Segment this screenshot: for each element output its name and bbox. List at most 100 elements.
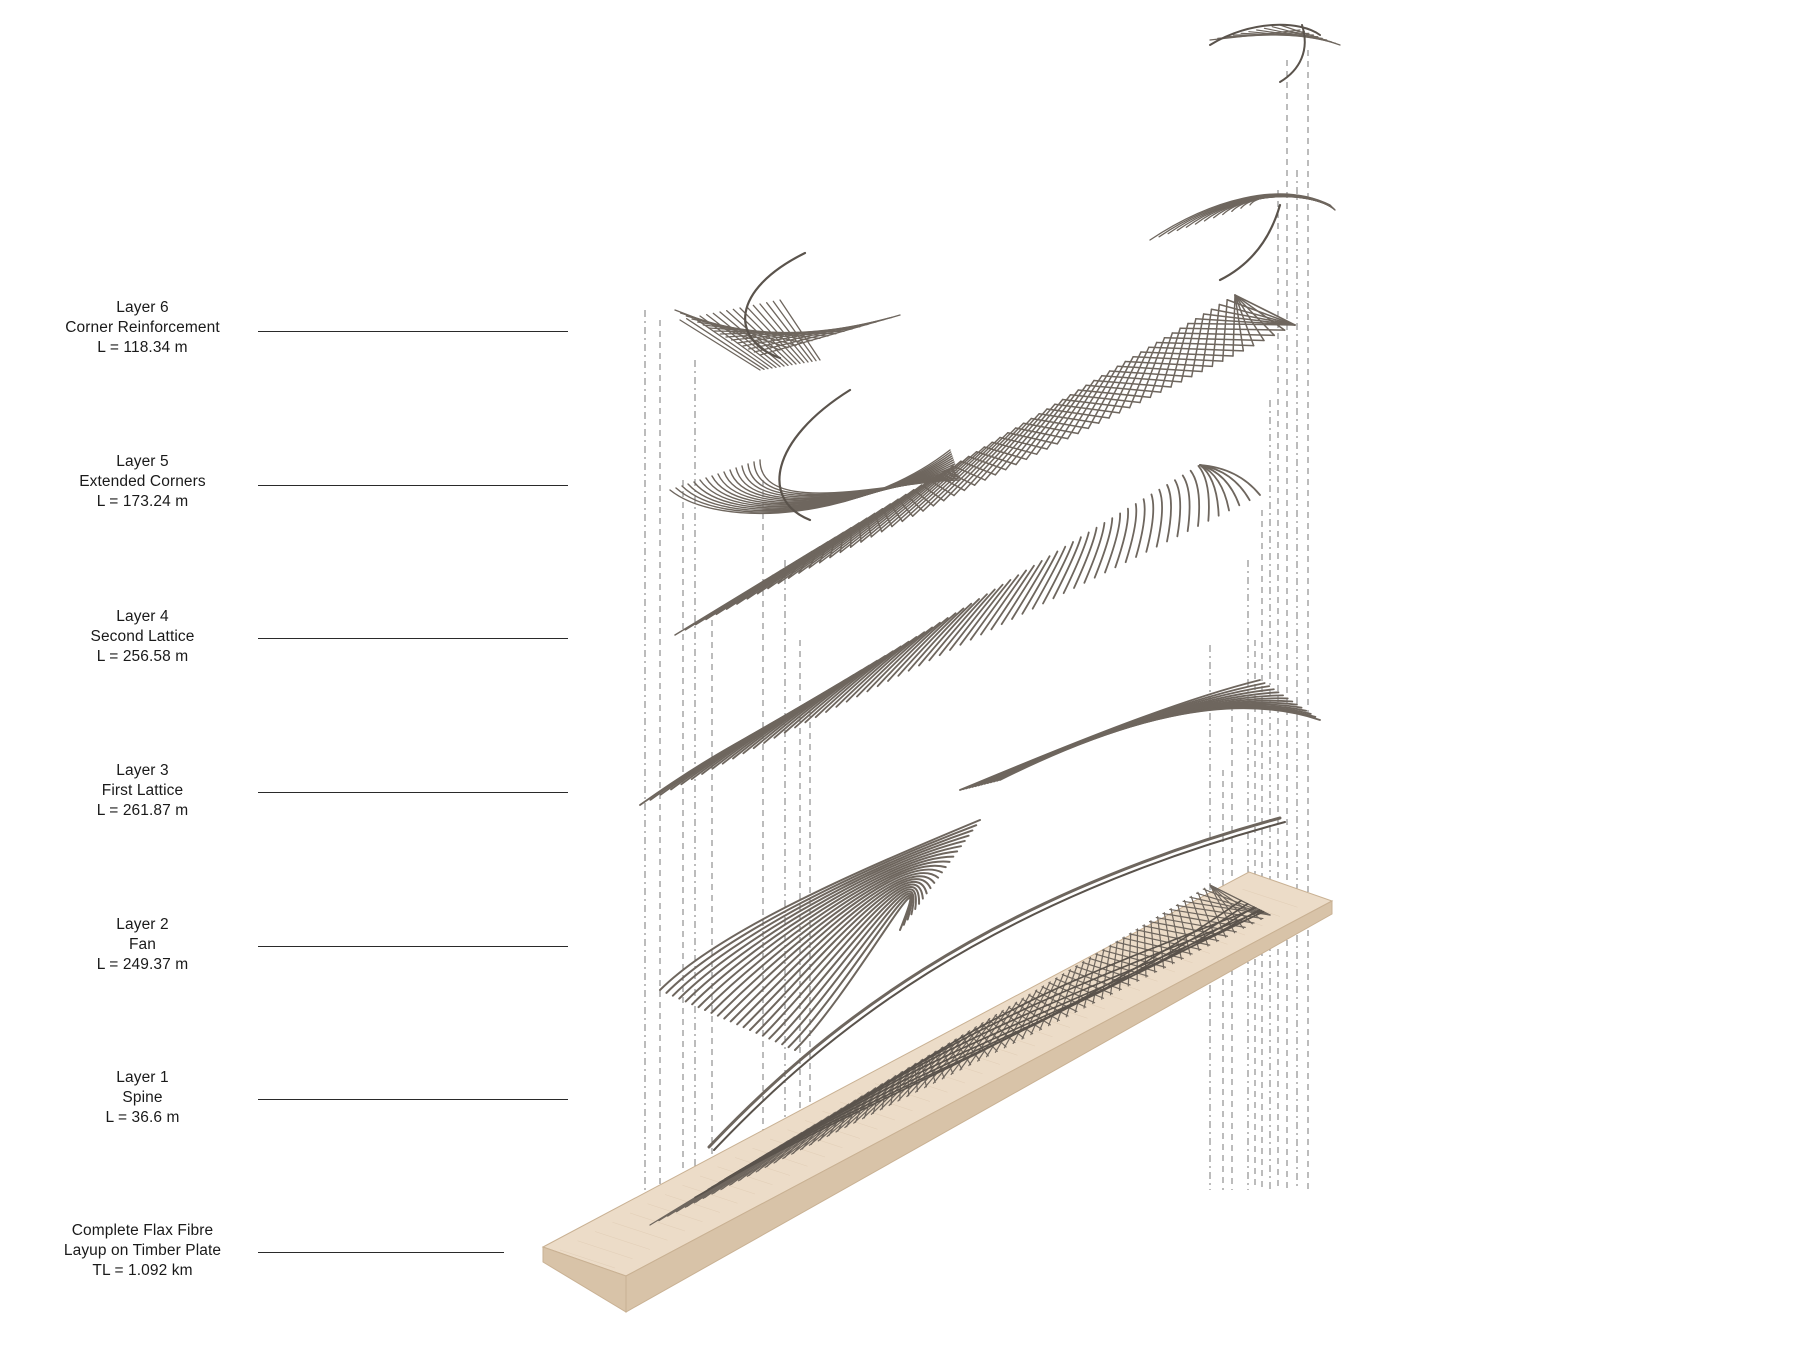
- fibre-strand: [723, 868, 943, 1020]
- corner-arc-fibre: [1279, 24, 1306, 83]
- fibre-strand: [1163, 337, 1265, 342]
- fibre-strand: [766, 302, 813, 362]
- fibre-strand: [726, 908, 1261, 1179]
- fibre-strand: [753, 461, 961, 496]
- timber-grain: [577, 1240, 633, 1260]
- timber-grain: [1242, 888, 1298, 908]
- fibre-strand: [686, 318, 765, 370]
- fibre-strand: [697, 850, 959, 1009]
- fibre-strand: [1021, 550, 1059, 615]
- fibre-strand: [777, 503, 892, 585]
- fibre-strand: [755, 883, 924, 1034]
- timber-grain: [559, 1249, 616, 1269]
- fibre-strand: [1149, 332, 1174, 399]
- layer4-second-lattice-fibres: [674, 294, 1296, 636]
- fibre-strand: [693, 457, 954, 509]
- layer1-spine-fibres: [707, 816, 1286, 1151]
- fibre-strand: [759, 314, 901, 356]
- fibre-strand: [753, 316, 893, 353]
- fibre-strand: [1135, 498, 1146, 558]
- corner-arc-fibre: [1218, 203, 1282, 282]
- fibre-strand: [729, 872, 940, 1023]
- fibre-strand: [932, 432, 1009, 507]
- fibre-strand: [1093, 517, 1114, 579]
- timber-grain: [612, 1221, 668, 1241]
- fibre-strand: [870, 1050, 937, 1115]
- fibre-strand: [712, 312, 781, 368]
- label-layer5-length: L = 173.24 m: [96, 493, 189, 510]
- label-layer1-name: Spine: [122, 1089, 163, 1106]
- fibre-strand: [984, 408, 1048, 481]
- fibre-strand: [723, 467, 957, 502]
- fibre-strand: [959, 579, 1012, 646]
- fibre-strand: [879, 1046, 944, 1111]
- fibre-strand: [1226, 299, 1296, 326]
- fibre-strand: [678, 834, 970, 1000]
- fibre-strand: [918, 598, 980, 667]
- fibre-strand: [767, 508, 884, 590]
- fibre-strand: [950, 1013, 998, 1076]
- fibre-strand: [1118, 346, 1150, 414]
- fibre-strand: [1166, 484, 1172, 543]
- fibre-strand: [1145, 493, 1155, 553]
- spine-fibre: [713, 821, 1286, 1151]
- fibre-strand: [999, 436, 1048, 450]
- fibre-strand: [1180, 318, 1197, 383]
- fibre-strand: [953, 422, 1025, 497]
- fibre-strand: [749, 880, 928, 1031]
- fibre-strand: [711, 899, 1242, 1188]
- fibre-strand: [1004, 398, 1064, 471]
- fibre-strand: [710, 860, 951, 1014]
- fibre-strand: [1007, 432, 1059, 445]
- fibre-strand: [1014, 427, 1069, 440]
- label-complete-title: Complete Flax Fibre: [71, 1222, 214, 1239]
- fibre-strand: [1218, 303, 1296, 326]
- fibre-strand: [1197, 465, 1210, 522]
- fibre-strand: [1012, 985, 1045, 1045]
- fibre-strand: [1022, 422, 1079, 435]
- fibre-strand: [1139, 337, 1166, 404]
- fibre-strand: [794, 897, 912, 1051]
- spine-fibre: [707, 816, 1282, 1149]
- fibre-strand: [1025, 389, 1080, 461]
- label-layer5-name: Extended Corners: [79, 473, 206, 490]
- fibre-strand: [1181, 474, 1191, 533]
- fibre-strand: [804, 650, 894, 724]
- corner-arc-fibre: [778, 388, 852, 522]
- label-layer2-title: Layer 2: [116, 916, 169, 933]
- fibre-strand: [759, 459, 961, 494]
- label-layer3-title: Layer 3: [116, 762, 169, 779]
- fibre-strand: [787, 498, 899, 579]
- fibre-strand: [735, 467, 959, 500]
- label-layer2-length: L = 249.37 m: [96, 956, 189, 973]
- fibre-strand: [973, 413, 1040, 486]
- vertical-projection-guides: [644, 50, 1309, 1190]
- fibre-strand: [718, 903, 1249, 1184]
- fibre-strand: [1011, 555, 1051, 620]
- timber-plate: [541, 871, 1334, 1313]
- fibre-strand: [1038, 413, 1100, 424]
- fibre-strand: [665, 824, 978, 994]
- fibre-strand: [967, 455, 1007, 471]
- label-layer2: Layer 2 Fan L = 249.37 m: [30, 915, 255, 975]
- leader-line-complete: [258, 1252, 504, 1253]
- fibre-strand: [983, 701, 1298, 785]
- corner-arc-fibre: [744, 251, 807, 360]
- label-layer4-length: L = 256.58 m: [96, 648, 189, 665]
- fibre-strand: [711, 463, 956, 505]
- label-layer6-name: Corner Reinforcement: [65, 319, 220, 336]
- fibre-strand: [675, 451, 952, 513]
- fibre-strand: [1000, 560, 1043, 626]
- fibre-strand: [1202, 313, 1296, 326]
- fibre-strand: [1210, 308, 1296, 326]
- fibre-strand: [716, 864, 947, 1017]
- fibre-strand: [774, 890, 915, 1043]
- corner-arc-fibre: [1209, 23, 1321, 46]
- fibre-strand: [942, 427, 1017, 502]
- label-layer6-title: Layer 6: [116, 299, 169, 316]
- fibre-strand: [1234, 294, 1245, 352]
- fibre-strand: [1035, 384, 1087, 455]
- fibre-strand: [759, 303, 809, 363]
- fibre-strand: [1114, 507, 1130, 569]
